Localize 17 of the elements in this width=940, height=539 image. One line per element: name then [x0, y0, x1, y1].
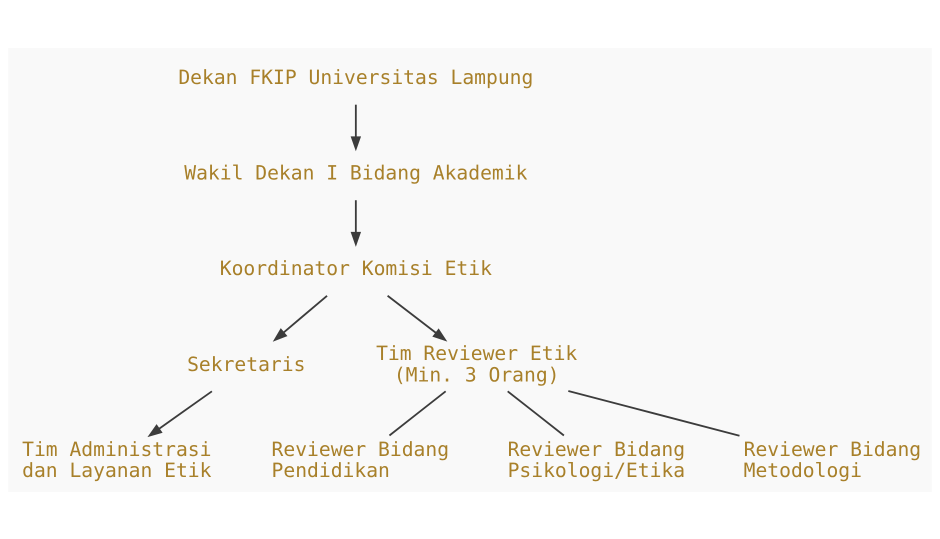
connector	[568, 390, 740, 436]
arrow	[272, 294, 328, 342]
node-text: Reviewer Bidang Pendidikan	[272, 437, 450, 482]
connector	[388, 390, 446, 436]
arrow	[387, 294, 448, 342]
connector	[507, 390, 564, 436]
node-text: Tim Reviewer Etik (Min. 3 Orang)	[376, 342, 578, 386]
arrow	[147, 390, 212, 437]
node-text: Tim Administrasi dan Layanan Etik	[22, 437, 212, 482]
node-text: Wakil Dekan I Bidang Akademik	[184, 161, 528, 184]
node-text: Sekretaris	[187, 352, 306, 376]
arrow	[350, 200, 362, 246]
node-text: Koordinator Komisi Etik	[220, 256, 492, 280]
node-text: Reviewer Bidang Psikologi/Etika	[508, 437, 686, 482]
arrow	[350, 104, 362, 151]
node-text: Reviewer Bidang Metodologi	[744, 437, 922, 482]
node-text: Dekan FKIP Universitas Lampung	[178, 66, 534, 89]
